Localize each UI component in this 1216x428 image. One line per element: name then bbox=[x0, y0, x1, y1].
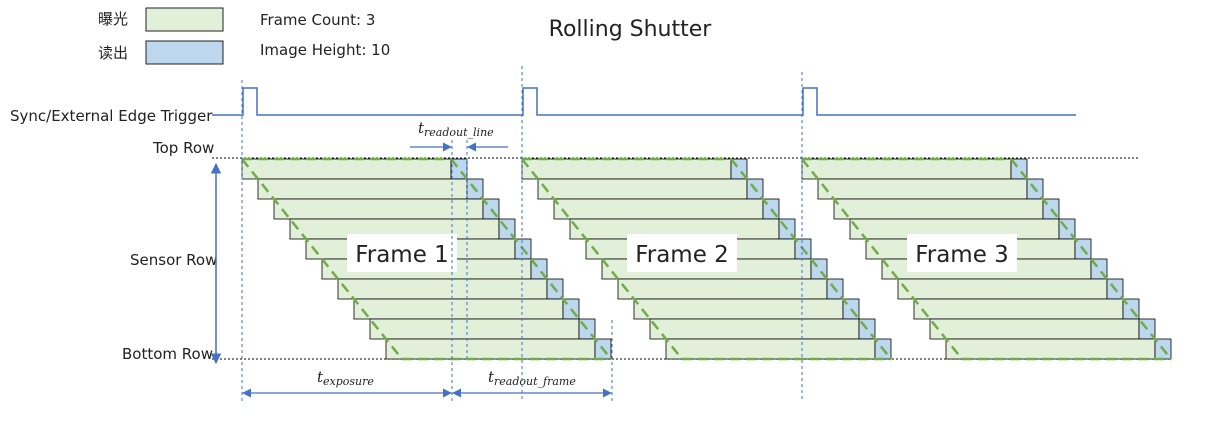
exposure-bar bbox=[369, 318, 580, 340]
exposure-bar bbox=[801, 158, 1012, 180]
legend-exposure-label: 曝光 bbox=[98, 10, 128, 28]
readout-line-annotation: treadout_line bbox=[410, 119, 508, 152]
trigger-waveform bbox=[212, 87, 1076, 116]
exposure-bar bbox=[897, 278, 1108, 300]
exposure-bar bbox=[633, 298, 844, 320]
readout-frame-label: treadout_frame bbox=[488, 368, 576, 388]
exposure-bar bbox=[649, 318, 860, 340]
exposure-bar bbox=[929, 318, 1140, 340]
exposure-envelope-right bbox=[1010, 158, 1172, 360]
exposure-bar bbox=[913, 298, 1124, 320]
exposure-envelope-left bbox=[521, 158, 683, 360]
frame-2: Frame 2 bbox=[521, 157, 892, 361]
exposure-envelope-left bbox=[801, 158, 963, 360]
exposure-bar bbox=[617, 278, 828, 300]
exposure-envelope-left bbox=[241, 158, 403, 360]
exposure-envelope-right bbox=[450, 158, 612, 360]
legend: 曝光 读出 Frame Count: 3 Image Height: 10 bbox=[98, 7, 390, 65]
sensor-row-label: Sensor Row bbox=[130, 251, 217, 269]
exposure-bar bbox=[385, 338, 596, 360]
exposure-label: texposure bbox=[317, 368, 374, 388]
diagram-title: Rolling Shutter bbox=[549, 17, 713, 42]
exposure-bar bbox=[945, 338, 1156, 360]
readout-line-label: treadout_line bbox=[418, 119, 494, 139]
exposure-bar bbox=[817, 178, 1028, 200]
frame-label: Frame 2 bbox=[635, 242, 729, 268]
legend-exposure-swatch bbox=[145, 7, 224, 32]
frame-label-box bbox=[627, 234, 737, 272]
exposure-bar bbox=[337, 278, 548, 300]
bottom-row-label: Bottom Row bbox=[122, 345, 213, 363]
legend-readout-swatch bbox=[145, 40, 224, 65]
frame-3: Frame 3 bbox=[801, 157, 1172, 361]
exposure-bar bbox=[833, 198, 1044, 220]
legend-frame-count: Frame Count: 3 bbox=[260, 11, 375, 29]
exposure-bar bbox=[553, 198, 764, 220]
exposure-bar bbox=[537, 178, 748, 200]
frame-1: Frame 1 bbox=[241, 157, 612, 361]
frame-label: Frame 3 bbox=[915, 242, 1009, 268]
frame-label-box bbox=[907, 234, 1017, 272]
exposure-annotation: texposure bbox=[242, 368, 452, 398]
exposure-bar bbox=[665, 338, 876, 360]
exposure-bar bbox=[353, 298, 564, 320]
legend-readout-label: 读出 bbox=[98, 44, 128, 62]
frame-label: Frame 1 bbox=[355, 242, 449, 268]
timing-guides bbox=[241, 66, 803, 402]
exposure-bar bbox=[241, 158, 452, 180]
frames-layer: Frame 1 Frame 2 Frame 3 bbox=[241, 157, 1172, 361]
frame-label-box bbox=[347, 234, 457, 272]
readout-frame-annotation: treadout_frame bbox=[452, 368, 612, 398]
exposure-envelope-right bbox=[730, 158, 892, 360]
exposure-bar bbox=[521, 158, 732, 180]
trigger-label: Sync/External Edge Trigger bbox=[10, 107, 213, 125]
exposure-bar bbox=[257, 178, 468, 200]
legend-image-height: Image Height: 10 bbox=[260, 41, 390, 59]
top-row-label: Top Row bbox=[152, 139, 214, 157]
